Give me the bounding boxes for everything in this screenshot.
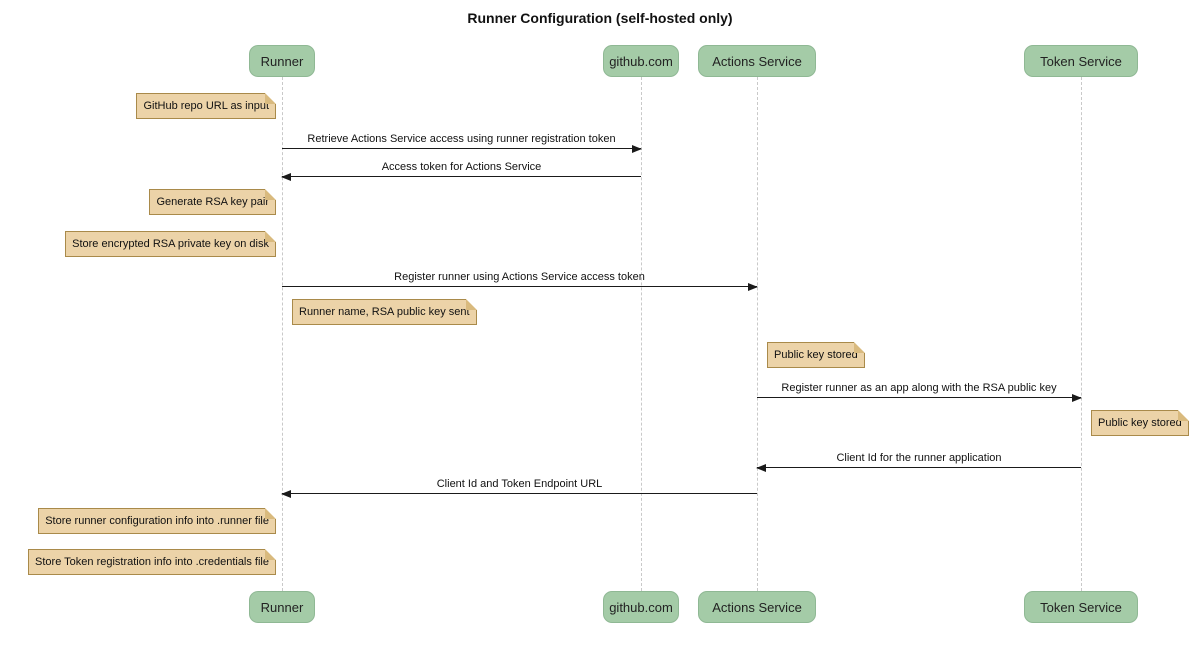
message-client-id-endpoint: Client Id and Token Endpoint URL (281, 475, 757, 498)
note-store-runner-file: Store runner configuration info into .ru… (38, 508, 276, 534)
message-register-app: Register runner as an app along with the… (757, 379, 1082, 402)
lifeline-runner (282, 77, 283, 591)
arrowhead-right-icon (632, 145, 642, 153)
diagram-title: Runner Configuration (self-hosted only) (467, 10, 733, 26)
arrowhead-right-icon (748, 283, 758, 291)
participant-token-service-bottom: Token Service (1024, 591, 1138, 623)
arrowhead-left-icon (756, 464, 766, 472)
participant-github-bottom: github.com (603, 591, 679, 623)
participant-token-service-top: Token Service (1024, 45, 1138, 77)
message-register-runner: Register runner using Actions Service ac… (282, 268, 758, 291)
participant-actions-service-top: Actions Service (698, 45, 816, 77)
message-retrieve-actions-access: Retrieve Actions Service access using ru… (282, 130, 642, 153)
message-label: Client Id and Token Endpoint URL (436, 478, 603, 490)
note-public-key-stored-token: Public key stored (1091, 410, 1189, 436)
note-store-private-key: Store encrypted RSA private key on disk (65, 231, 276, 257)
participant-actions-service-bottom: Actions Service (698, 591, 816, 623)
note-generate-rsa: Generate RSA key pair (149, 189, 276, 215)
message-label: Retrieve Actions Service access using ru… (307, 133, 616, 145)
participant-runner-bottom: Runner (249, 591, 315, 623)
message-label: Access token for Actions Service (381, 161, 542, 173)
note-repo-url: GitHub repo URL as input (136, 93, 276, 119)
arrowhead-right-icon (1072, 394, 1082, 402)
note-runner-name-sent: Runner name, RSA public key sent (292, 299, 477, 325)
message-access-token: Access token for Actions Service (281, 158, 641, 181)
arrowhead-left-icon (281, 490, 291, 498)
message-label: Client Id for the runner application (836, 452, 1002, 464)
message-label: Register runner as an app along with the… (781, 382, 1057, 394)
lifeline-token-service (1081, 77, 1082, 591)
arrowhead-left-icon (281, 173, 291, 181)
participant-github-top: github.com (603, 45, 679, 77)
message-label: Register runner using Actions Service ac… (394, 271, 645, 283)
note-public-key-stored-actions: Public key stored (767, 342, 865, 368)
participant-runner-top: Runner (249, 45, 315, 77)
note-store-credentials-file: Store Token registration info into .cred… (28, 549, 276, 575)
lifeline-actions-service (757, 77, 758, 591)
message-client-id: Client Id for the runner application (756, 449, 1081, 472)
lifeline-github (641, 77, 642, 591)
